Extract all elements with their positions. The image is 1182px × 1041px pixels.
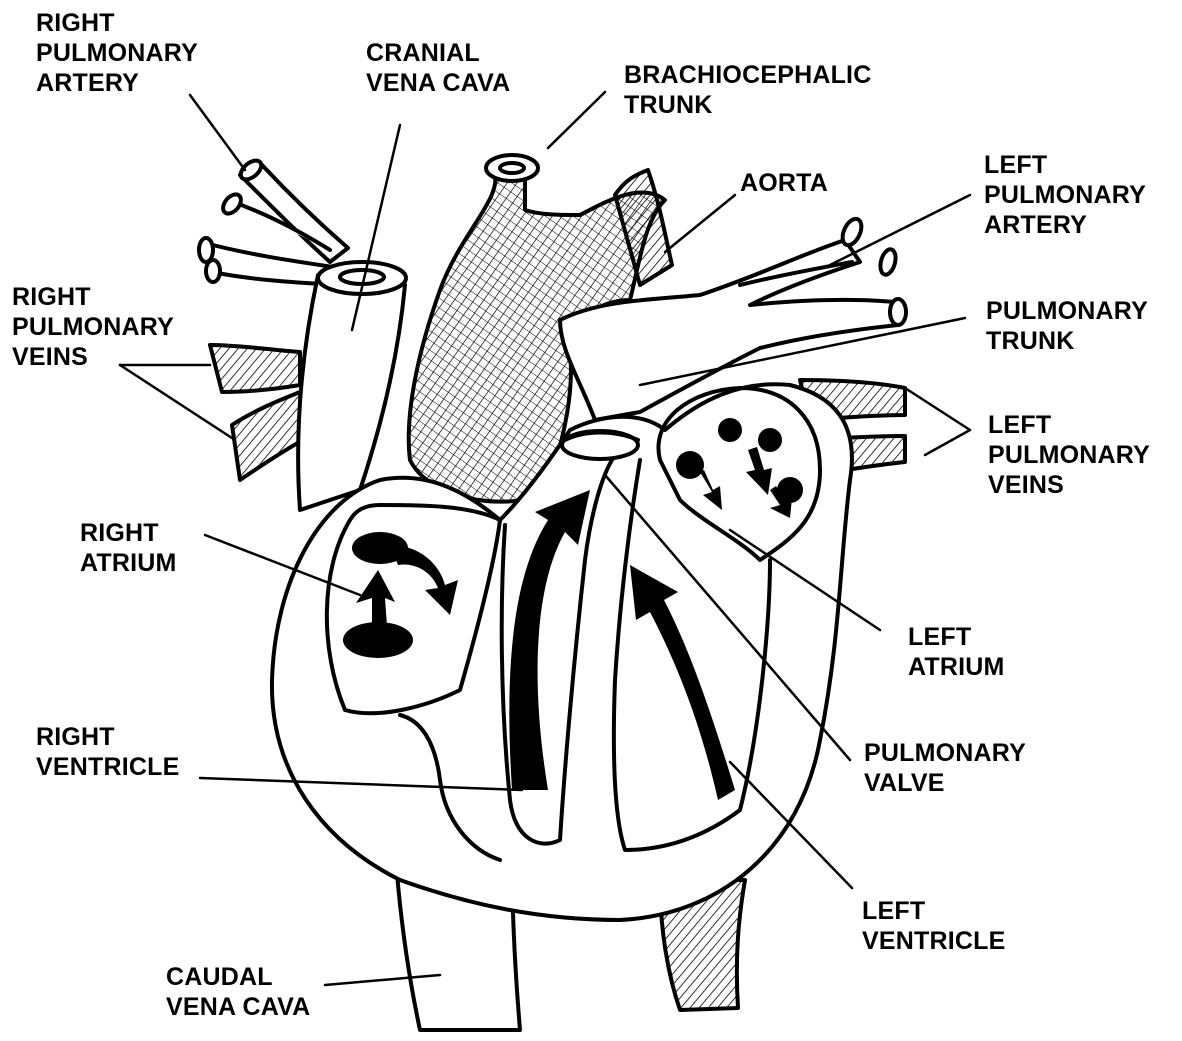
label-left-pulmonary-artery: LEFT PULMONARY ARTERY (984, 150, 1146, 240)
label-line: PULMONARY (36, 38, 198, 68)
right-pulmonary-veins-shape (210, 345, 300, 392)
leader-brachiocephalic-trunk (548, 92, 605, 148)
label-line: ATRIUM (908, 652, 1005, 682)
label-line: TRUNK (986, 326, 1148, 356)
label-brachiocephalic-trunk: BRACHIOCEPHALIC TRUNK (624, 60, 871, 120)
label-line: VENTRICLE (36, 752, 179, 782)
label-line: PULMONARY (864, 738, 1026, 768)
label-line: RIGHT (36, 722, 179, 752)
label-line: VALVE (864, 768, 1026, 798)
label-aorta: AORTA (740, 168, 828, 198)
right-pulmonary-artery-shape (199, 157, 348, 285)
label-line: TRUNK (624, 90, 871, 120)
label-line: LEFT (984, 150, 1146, 180)
label-line: LEFT (862, 896, 1005, 926)
label-left-pulmonary-veins: LEFT PULMONARY VEINS (988, 410, 1150, 500)
label-line: ARTERY (984, 210, 1146, 240)
label-line: VENA CAVA (366, 68, 510, 98)
label-line: LEFT (908, 622, 1005, 652)
label-line: LEFT (988, 410, 1150, 440)
label-line: RIGHT (80, 518, 177, 548)
label-right-ventricle: RIGHT VENTRICLE (36, 722, 179, 782)
label-cranial-vena-cava: CRANIAL VENA CAVA (366, 38, 510, 98)
label-line: PULMONARY (986, 296, 1148, 326)
label-pulmonary-trunk: PULMONARY TRUNK (986, 296, 1148, 356)
label-line: VENTRICLE (862, 926, 1005, 956)
cranial-vena-cava-shape (298, 275, 405, 510)
label-pulmonary-valve: PULMONARY VALVE (864, 738, 1026, 798)
leader-left-pulmonary-veins-b (925, 430, 970, 455)
label-line: VEINS (988, 470, 1150, 500)
label-line: BRACHIOCEPHALIC (624, 60, 871, 90)
label-right-atrium: RIGHT ATRIUM (80, 518, 177, 578)
label-line: CAUDAL (166, 962, 310, 992)
label-line: RIGHT (36, 8, 198, 38)
label-left-ventricle: LEFT VENTRICLE (862, 896, 1005, 956)
label-left-atrium: LEFT ATRIUM (908, 622, 1005, 682)
label-line: CRANIAL (366, 38, 510, 68)
label-line: VENA CAVA (166, 992, 310, 1022)
label-right-pulmonary-artery: RIGHT PULMONARY ARTERY (36, 8, 198, 98)
label-line: RIGHT (12, 282, 174, 312)
label-line: ATRIUM (80, 548, 177, 578)
label-line: ARTERY (36, 68, 198, 98)
leader-left-pulmonary-veins-a (905, 388, 970, 430)
label-caudal-vena-cava: CAUDAL VENA CAVA (166, 962, 310, 1022)
leader-aorta (665, 195, 735, 252)
label-line: VEINS (12, 342, 174, 372)
label-line: PULMONARY (988, 440, 1150, 470)
label-line: PULMONARY (984, 180, 1146, 210)
label-right-pulmonary-veins: RIGHT PULMONARY VEINS (12, 282, 174, 372)
label-line: AORTA (740, 168, 828, 198)
leader-right-pulmonary-artery (190, 95, 245, 170)
label-line: PULMONARY (12, 312, 174, 342)
